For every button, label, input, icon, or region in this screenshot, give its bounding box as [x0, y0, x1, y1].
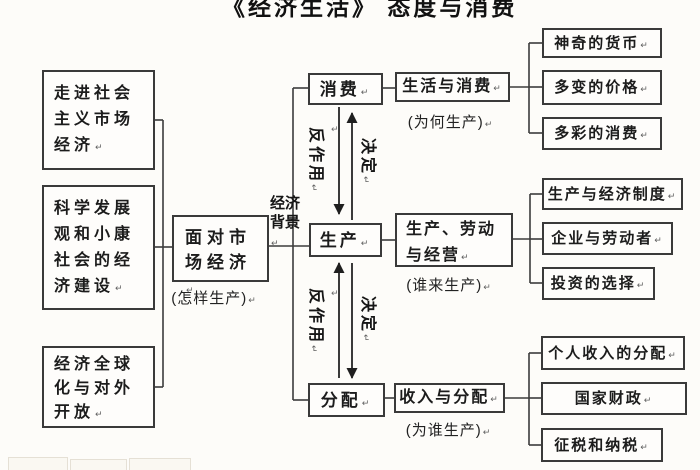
box-label: 经济全球化与对外开放: [54, 356, 135, 421]
return-mark-icon: ↵: [643, 395, 654, 405]
box-label: 国家财政: [574, 390, 643, 407]
node-label: 消费: [319, 80, 360, 99]
return-mark-icon: ↵: [493, 83, 503, 93]
clipped-bottom-artifact: [8, 457, 68, 470]
return-mark-icon: ↵: [95, 409, 107, 419]
unit-note-who-produces: (谁来生产)↵: [406, 277, 492, 294]
box-label: 多变的价格: [554, 79, 640, 96]
label-determine-upper: 决定↵: [359, 138, 376, 187]
return-mark-icon: ↵: [654, 235, 664, 245]
lesson-box-magic-of-money: 神奇的货币↵: [542, 28, 662, 58]
unit-note-for-whom-produce: (为谁生产)↵: [405, 422, 492, 439]
unit-note-why-produce: (为何生产)↵: [407, 114, 494, 131]
box-label: 个人收入的分配: [548, 345, 668, 362]
box-label: 神奇的货币: [554, 35, 640, 52]
return-mark-icon: ↵: [640, 442, 650, 452]
unit-box-income-and-distribution: 收入与分配↵: [394, 383, 505, 413]
hub-box-facing-market-economy: 面对市场经济 ↵: [172, 215, 269, 295]
return-mark-icon: ↵: [115, 283, 127, 293]
node-label: 分配: [320, 391, 361, 410]
return-mark-icon: ↵: [271, 238, 279, 248]
label-counteract-upper: 反作用↵: [307, 127, 324, 195]
return-mark-icon: ↵: [483, 282, 492, 292]
box-label: 生产与经济制度: [547, 186, 667, 203]
lesson-box-production-and-economic-system: 生产与经济制度↵: [542, 178, 683, 210]
anchor-mark-icon: ↵: [331, 288, 339, 298]
return-mark-icon: ↵: [361, 398, 373, 408]
lesson-box-taxation: 征税和纳税↵: [541, 428, 663, 462]
unit-box-production-labor-management: 生产、劳动与经营↵: [395, 213, 513, 267]
clipped-bottom-artifact: [70, 459, 127, 470]
lesson-box-changing-prices: 多变的价格↵: [542, 70, 662, 105]
box-label: 面对市场经济: [185, 228, 251, 272]
box-scientific-development-outlook: 科学发展观和小康社会的经济建设↵: [42, 185, 155, 310]
return-mark-icon: ↵: [309, 184, 319, 195]
node-production: 生产↵: [309, 223, 382, 257]
box-label: 企业与劳动者: [551, 230, 654, 247]
lesson-box-investment-choices: 投资的选择↵: [542, 267, 655, 300]
unit-box-life-and-consumption: 生活与消费↵: [395, 72, 510, 102]
return-mark-icon: ↵: [461, 252, 471, 262]
return-mark-icon: ↵: [248, 295, 257, 305]
lesson-box-state-finance: 国家财政↵: [541, 382, 687, 415]
return-mark-icon: ↵: [484, 119, 494, 129]
return-mark-icon: ↵: [640, 84, 650, 94]
box-entering-socialist-market-economy: 走进社会主义市场经济↵: [42, 70, 155, 170]
return-mark-icon: ↵: [186, 285, 199, 295]
node-label: 生产: [319, 231, 360, 250]
return-mark-icon: ↵: [636, 280, 647, 290]
return-mark-icon: ↵: [668, 350, 678, 360]
return-mark-icon: ↵: [360, 238, 372, 248]
return-mark-icon: ↵: [490, 394, 500, 404]
node-consumption: 消费↵: [308, 73, 383, 105]
page-title: 《经济生活》 态度与消费: [222, 0, 518, 20]
box-label: 科学发展观和小康社会的经济建设: [54, 200, 135, 295]
box-economic-globalization: 经济全球化与对外开放↵: [42, 346, 155, 428]
lesson-box-personal-income-distribution: 个人收入的分配↵: [541, 336, 685, 370]
return-mark-icon: ↵: [640, 40, 650, 50]
label-counteract-lower: 反作用↵: [307, 288, 324, 356]
label-economic-background: 经济背景↵: [270, 195, 301, 248]
box-label: 投资的选择: [550, 275, 636, 292]
lesson-box-colorful-consumption: 多彩的消费↵: [542, 117, 662, 150]
box-label: 收入与分配: [399, 389, 490, 406]
box-label: 走进社会主义市场经济: [54, 85, 135, 154]
label-determine-lower: 决定↵: [359, 296, 376, 345]
hub-note-how-to-produce: (怎样生产)↵: [171, 290, 257, 307]
return-mark-icon: ↵: [482, 427, 492, 437]
return-mark-icon: ↵: [667, 191, 678, 201]
anchor-mark-icon: ↵: [331, 124, 339, 134]
clipped-bottom-artifact: [129, 458, 191, 470]
return-mark-icon: ↵: [95, 142, 107, 152]
return-mark-icon: ↵: [360, 87, 372, 97]
node-distribution: 分配↵: [308, 383, 385, 417]
return-mark-icon: ↵: [640, 130, 650, 140]
return-mark-icon: ↵: [361, 176, 371, 187]
box-label: 生产、劳动与经营: [406, 221, 497, 264]
return-mark-icon: ↵: [361, 334, 371, 345]
return-mark-icon: ↵: [309, 345, 319, 356]
box-label: 多彩的消费: [554, 125, 640, 142]
lesson-box-enterprises-and-workers: 企业与劳动者↵: [542, 222, 673, 255]
box-label: 生活与消费: [402, 78, 493, 95]
box-label: 征税和纳税: [554, 437, 640, 454]
